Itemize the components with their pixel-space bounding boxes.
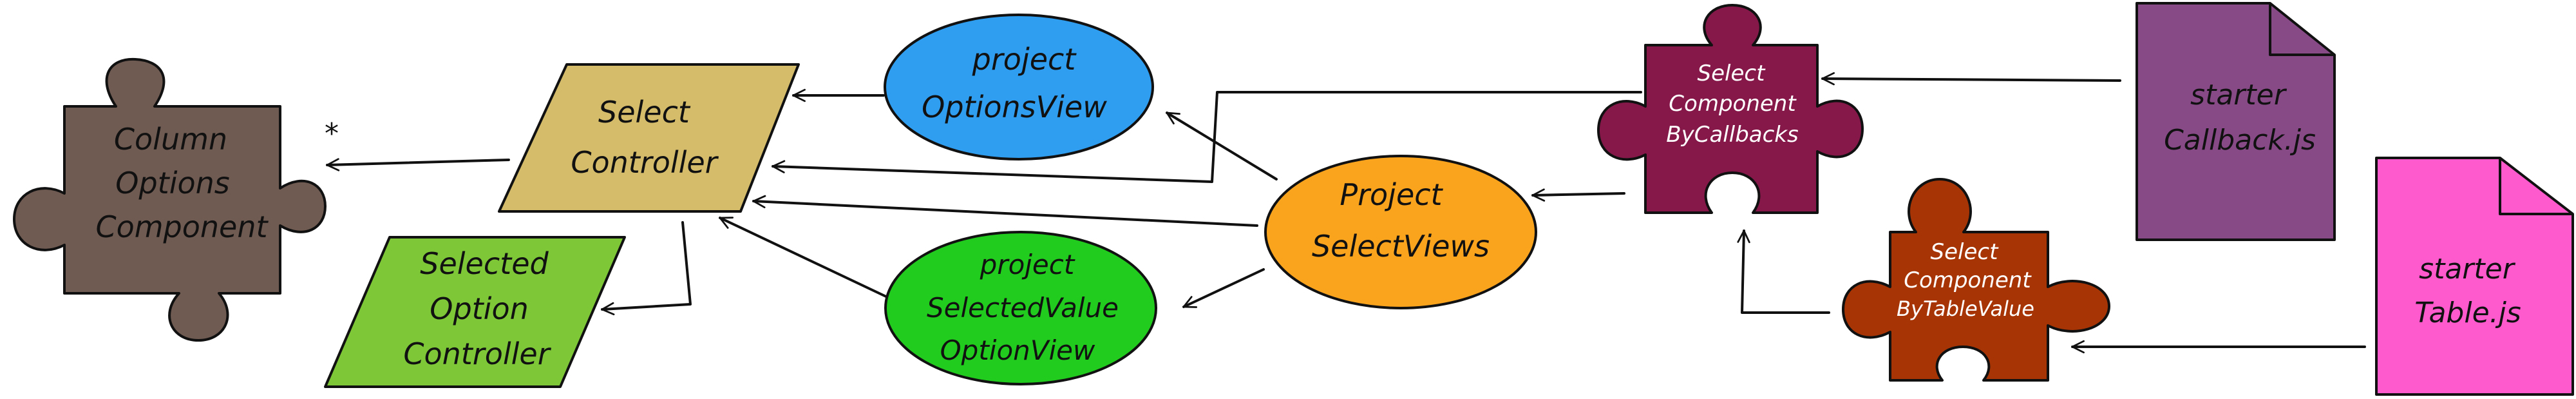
edge-by-table-value-to-by-callbacks — [1737, 229, 1830, 314]
edge-callback-js-to-by-callbacks — [1821, 72, 2121, 86]
starter-table-js-node: starter Table.js — [2375, 157, 2574, 396]
select-component-by-table-value-shape — [1842, 178, 2110, 382]
column-options-component-label-2: Options — [115, 166, 230, 200]
edge-select-views-to-select-controller — [752, 195, 1258, 227]
select-component-by-table-value-label-2: Component — [1904, 268, 2032, 293]
starter-callback-js-label-2: Callback.js — [2164, 124, 2316, 157]
starter-callback-js-label-1: starter — [2190, 79, 2287, 112]
select-component-by-callbacks-label-1: Select — [1698, 61, 1766, 86]
starter-table-js-shape — [2375, 157, 2574, 396]
project-select-views-label-1: Project — [1340, 177, 1443, 212]
edge-select-controller-to-column-options — [326, 158, 510, 171]
select-component-by-callbacks-label-3: ByCallbacks — [1666, 122, 1798, 148]
column-options-component-shape — [13, 57, 327, 342]
starter-table-js-fold — [2499, 158, 2573, 215]
project-select-views-shape — [1264, 155, 1537, 309]
project-selected-value-option-view-label-2: SelectedValue — [927, 292, 1119, 324]
selected-option-controller-shape — [324, 236, 626, 388]
edge-select-views-to-selected-value-view — [1182, 268, 1265, 308]
project-select-views-label-2: SelectViews — [1312, 229, 1490, 264]
starter-table-js-label-1: starter — [2419, 253, 2516, 286]
select-controller-label-2: Controller — [571, 145, 719, 180]
project-options-view-label-1: project — [972, 42, 1077, 77]
select-controller-node: Select Controller — [498, 63, 800, 213]
edge-selected-value-view-to-select-controller — [719, 217, 890, 299]
select-component-by-callbacks-node: Select Component ByCallbacks — [1597, 4, 1864, 214]
column-options-component-node: Column Options Component * — [13, 57, 339, 342]
starter-table-js-label-2: Table.js — [2414, 297, 2521, 329]
selected-option-controller-label-3: Controller — [403, 336, 551, 371]
project-options-view-node: project OptionsView — [884, 14, 1154, 161]
column-options-component-label-1: Column — [114, 122, 227, 157]
edge-select-views-to-options-view — [1166, 112, 1278, 180]
project-options-view-shape — [884, 14, 1154, 161]
project-selected-value-option-view-label-3: OptionView — [940, 335, 1095, 366]
select-controller-shape — [498, 63, 800, 213]
project-options-view-label-2: OptionsView — [922, 90, 1107, 124]
project-select-views-node: Project SelectViews — [1264, 155, 1537, 309]
starter-callback-js-fold — [2269, 3, 2334, 56]
column-options-component-label-3: Component — [95, 209, 269, 244]
selected-option-controller-label-2: Option — [430, 291, 529, 326]
edge-select-controller-to-selected-option — [601, 221, 692, 316]
select-component-by-callbacks-shape — [1597, 4, 1864, 214]
select-component-by-table-value-node: Select Component ByTableValue — [1842, 178, 2110, 382]
select-component-by-callbacks-label-2: Component — [1669, 91, 1797, 117]
select-controller-label-1: Select — [598, 95, 691, 130]
select-component-by-table-value-label-1: Select — [1931, 239, 2000, 265]
edge-by-callbacks-to-select-controller — [772, 91, 1642, 183]
edge-by-callbacks-to-select-views — [1531, 188, 1625, 202]
starter-callback-js-node: starter Callback.js — [2136, 2, 2336, 241]
project-selected-value-option-view-shape — [884, 231, 1157, 385]
selected-option-controller-label-1: Selected — [420, 246, 549, 281]
project-selected-value-option-view-label-1: project — [980, 249, 1075, 280]
edges — [326, 72, 2366, 354]
starter-callback-js-shape — [2136, 2, 2336, 241]
selected-option-controller-node: Selected Option Controller — [324, 236, 626, 388]
select-component-by-table-value-label-3: ByTableValue — [1897, 297, 2034, 321]
project-selected-value-option-view-node: project SelectedValue OptionView — [884, 231, 1157, 385]
multiplicity-mark: * — [325, 117, 339, 150]
